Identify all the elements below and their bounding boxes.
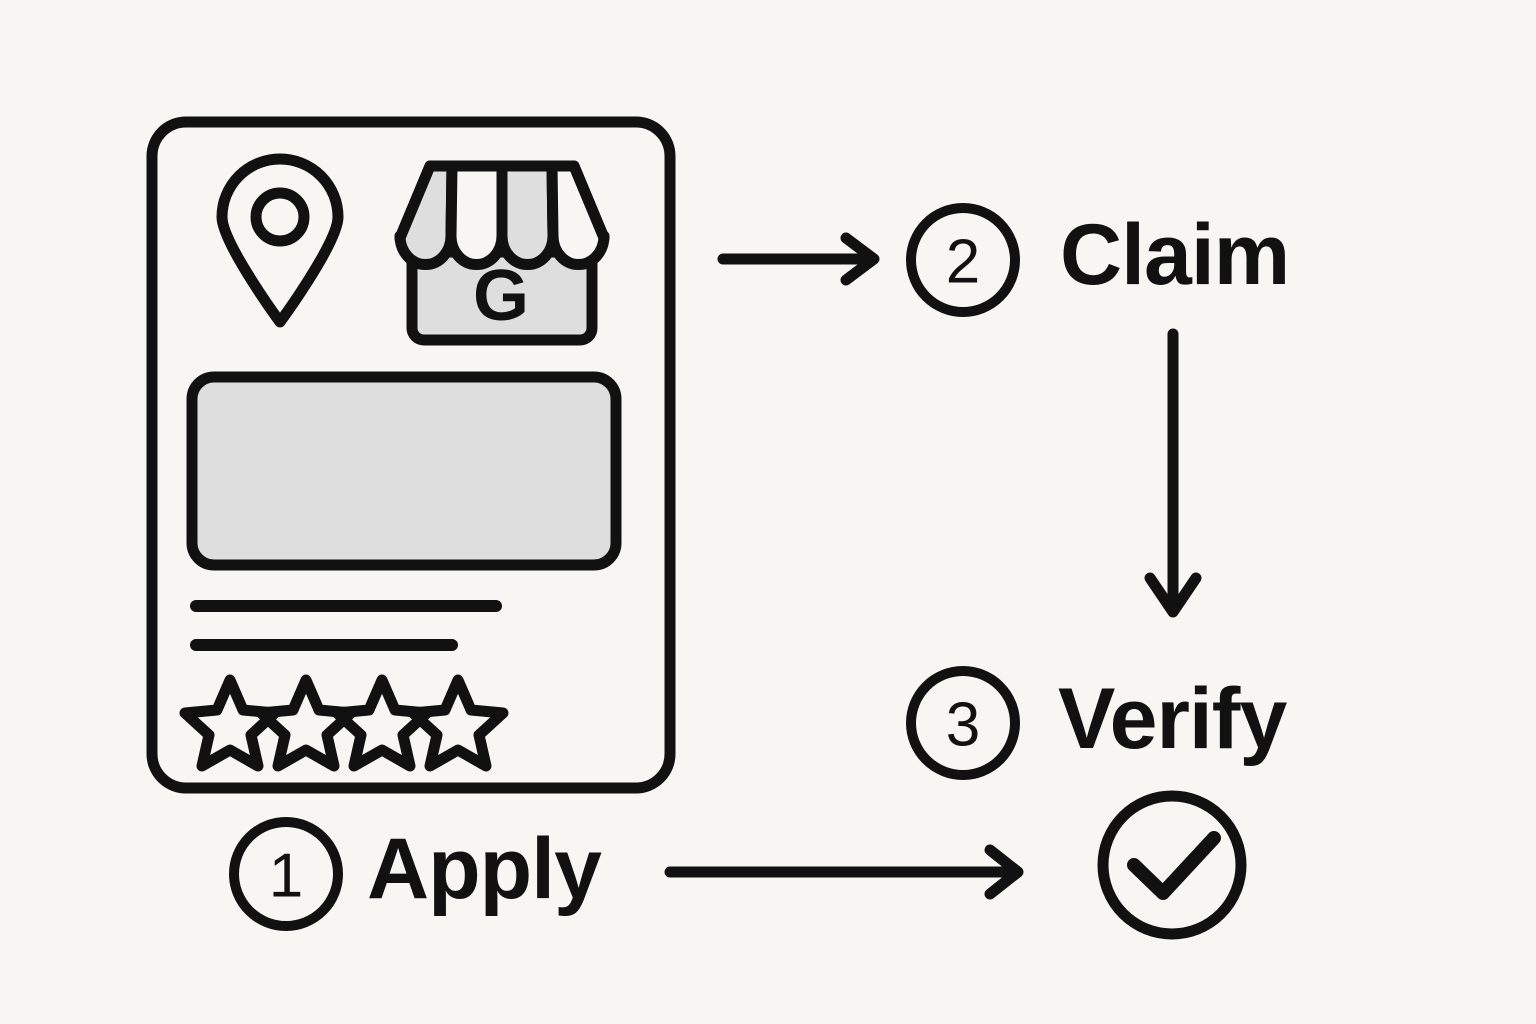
- arrow-card-to-claim: [717, 232, 880, 286]
- star-icon: [331, 674, 433, 772]
- step-number-3: 3: [946, 691, 980, 760]
- rating-stars: [179, 674, 509, 772]
- map-pin-icon: [216, 153, 344, 328]
- storefront-letter: G: [473, 256, 529, 336]
- awning-scallop-3: [496, 160, 559, 270]
- business-listing-card[interactable]: G: [146, 116, 676, 794]
- arrow-apply-to-check: [664, 844, 1024, 900]
- storefront-icon: G: [394, 160, 610, 346]
- image-placeholder: [186, 371, 622, 571]
- star-icon: [407, 674, 509, 772]
- star-icon: [255, 674, 357, 772]
- step-label-apply: Apply: [367, 821, 602, 917]
- step-label-claim: Claim: [1060, 207, 1290, 303]
- check-circle-icon: [1097, 790, 1247, 940]
- step-number-2: 2: [946, 228, 980, 297]
- step-badge-verify[interactable]: 3: [906, 666, 1020, 780]
- card-outline: [146, 116, 676, 794]
- awning-scallop-4: [546, 160, 610, 270]
- step-number-1: 1: [269, 842, 303, 911]
- arrow-claim-to-verify: [1144, 328, 1202, 618]
- step-label-verify: Verify: [1058, 671, 1287, 767]
- star-icon: [179, 674, 281, 772]
- step-badge-claim[interactable]: 2: [906, 203, 1020, 317]
- step-badge-apply[interactable]: 1: [229, 817, 343, 931]
- awning-scallop-2: [445, 160, 508, 270]
- awning-scallop-1: [394, 160, 458, 270]
